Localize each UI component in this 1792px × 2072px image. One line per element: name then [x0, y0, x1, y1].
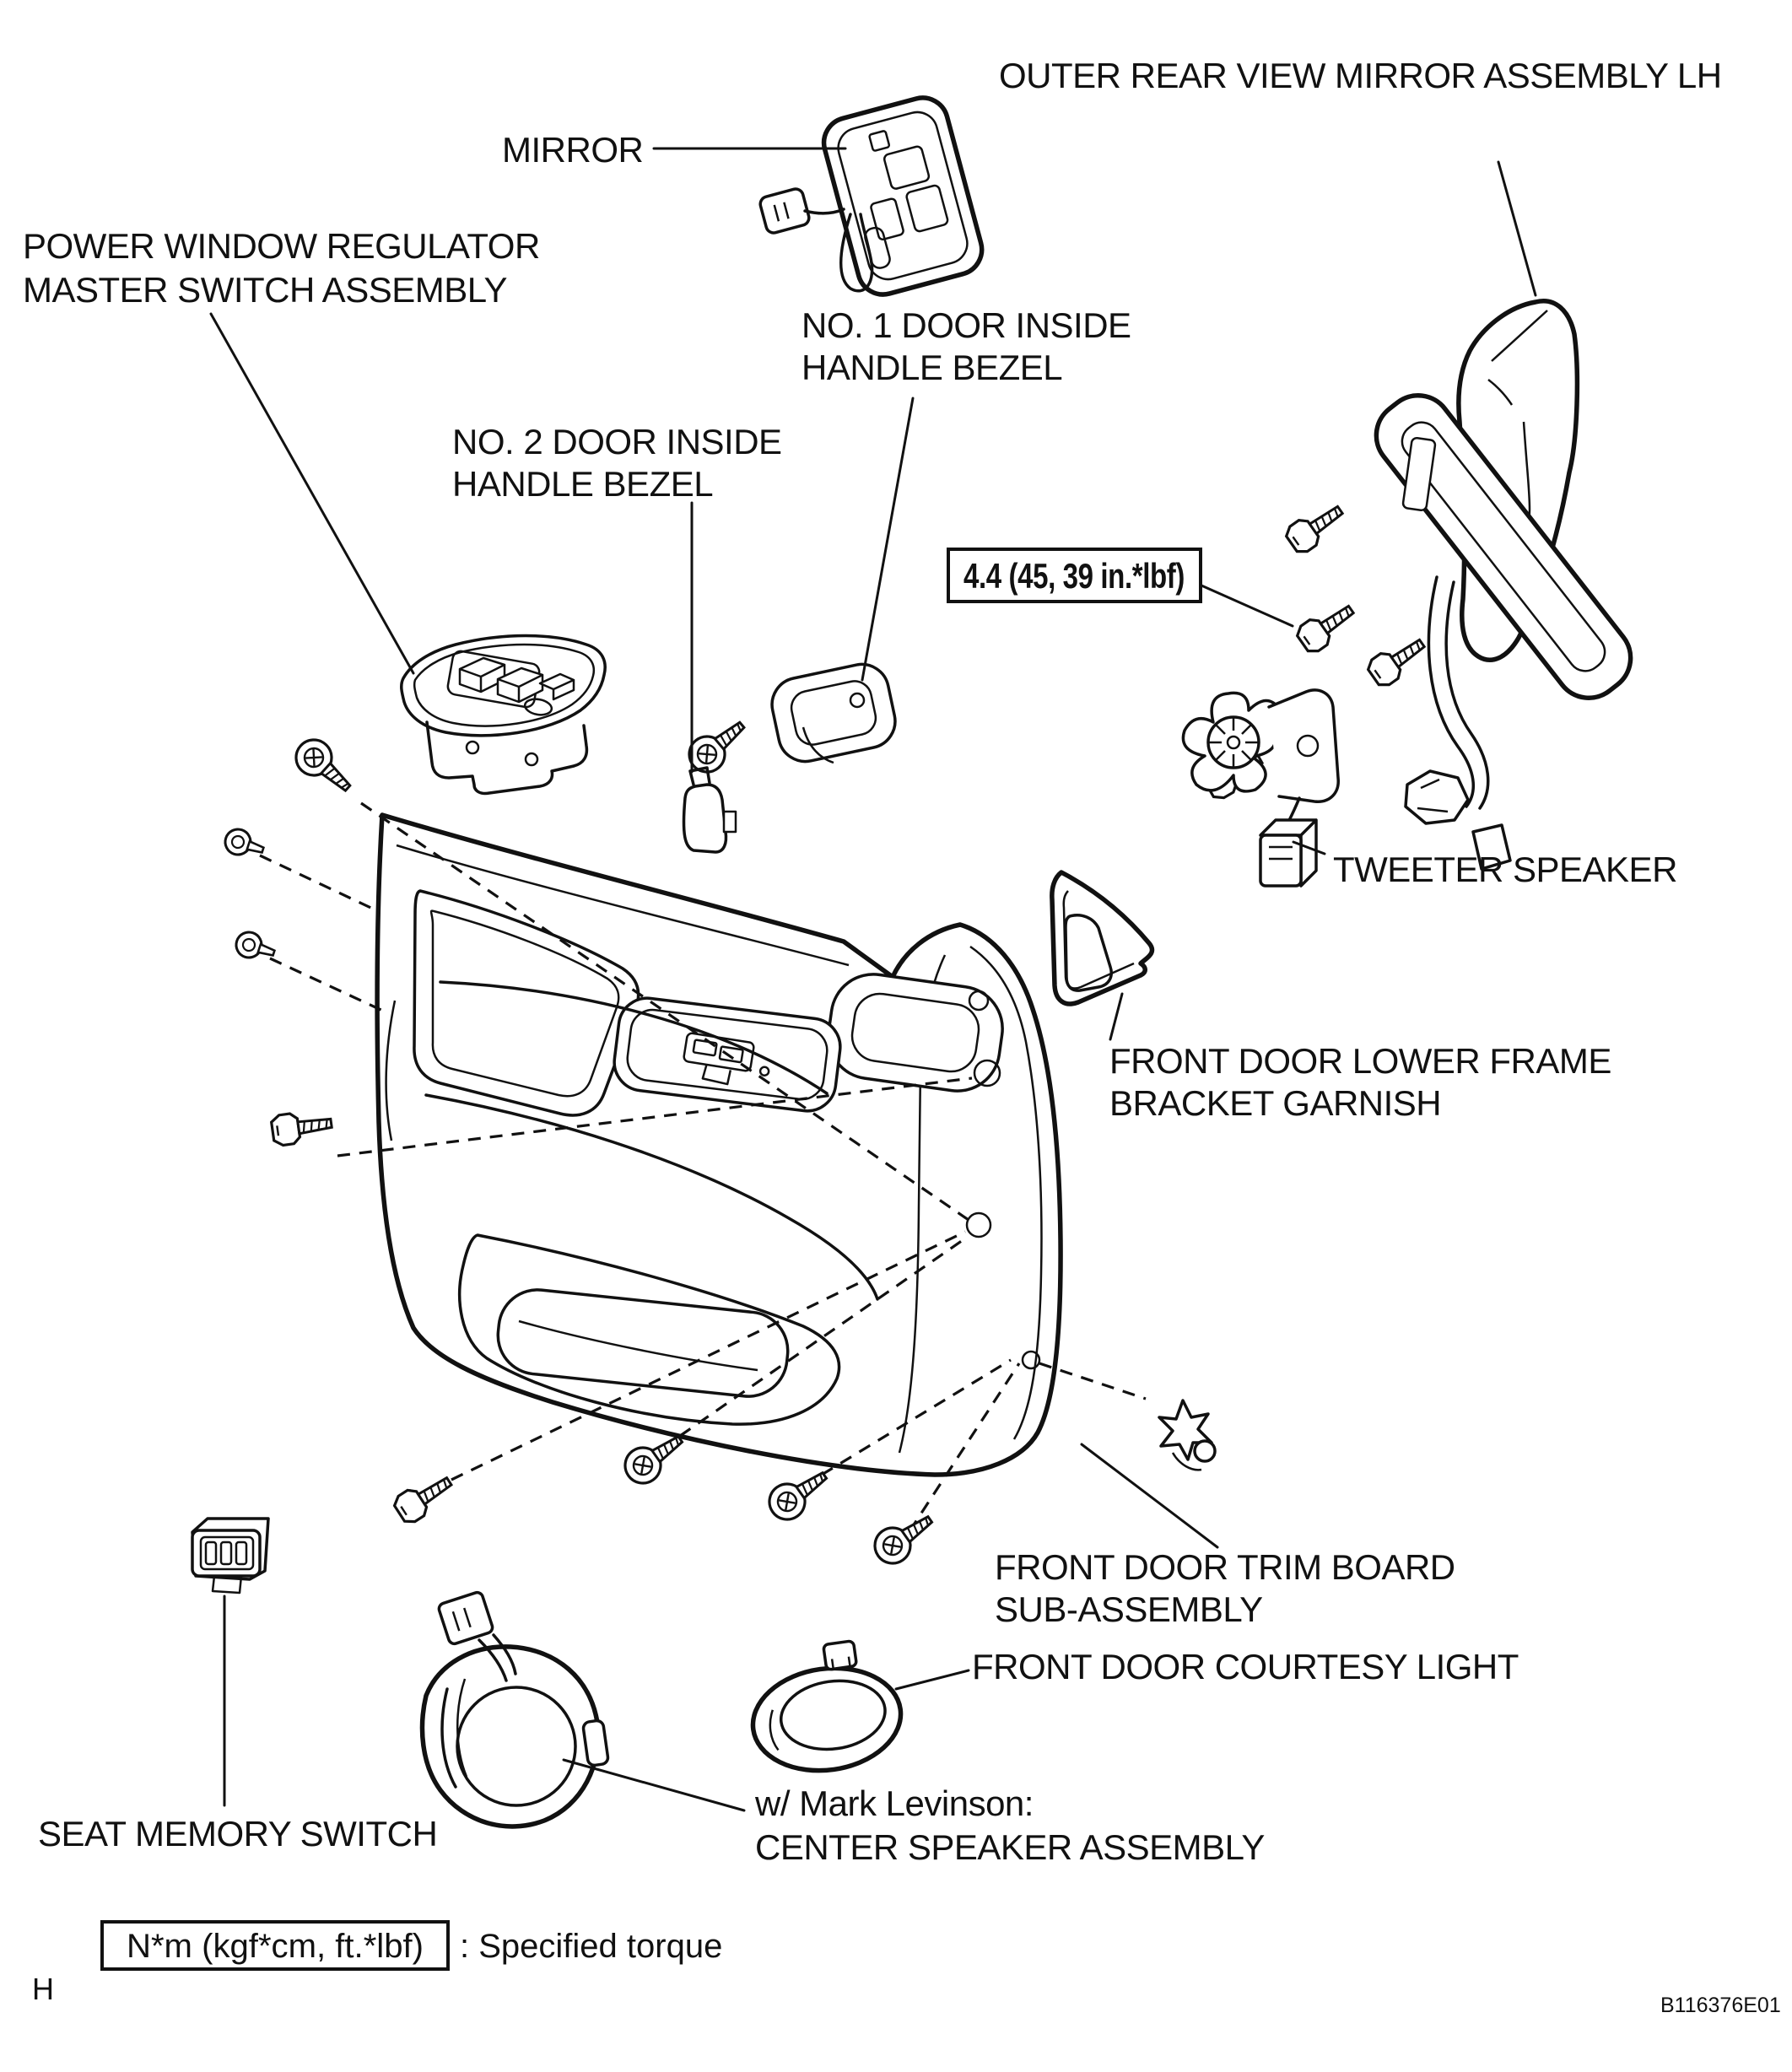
legend-unit: N*m (kgf*cm, ft.*lbf): [127, 1928, 424, 1965]
hex-bolt: [390, 1467, 459, 1528]
no2-handle-bezel: [682, 766, 737, 854]
seat-memory-switch: [191, 1517, 270, 1594]
outer-mirror-assembly: [1374, 299, 1633, 871]
label-no1-bezel-1: NO. 1 DOOR INSIDE: [802, 305, 1131, 345]
torque-legend: N*m (kgf*cm, ft.*lbf) : Specified torque: [100, 1920, 722, 1971]
tapping-screw: [866, 1503, 942, 1572]
power-window-master-switch: [400, 634, 607, 796]
label-lower-frame-2: BRACKET GARNISH: [1109, 1083, 1441, 1123]
label-no2-bezel-1: NO. 2 DOOR INSIDE: [452, 422, 782, 461]
label-seat-memory: SEAT MEMORY SWITCH: [38, 1814, 437, 1853]
center-speaker-assembly: [419, 1590, 610, 1829]
mounting-hole: [968, 990, 990, 1012]
label-no1-bezel-2: HANDLE BEZEL: [802, 348, 1062, 387]
label-courtesy-light: FRONT DOOR COURTESY LIGHT: [972, 1647, 1519, 1686]
door-trim-board: [375, 812, 1063, 1477]
tapping-screw: [761, 1460, 836, 1528]
mirror-bolt: [1293, 596, 1362, 657]
fastener-alignment-lines: [259, 801, 1147, 1532]
label-tweeter: TWEETER SPEAKER: [1333, 850, 1677, 889]
label-mark-levinson: w/ Mark Levinson:: [754, 1783, 1034, 1823]
clip-hole: [1021, 1350, 1041, 1370]
lower-frame-bracket-garnish: [1050, 870, 1155, 1006]
label-no2-bezel-2: HANDLE BEZEL: [452, 464, 713, 504]
retainer-clip: [1158, 1399, 1217, 1471]
mirror-bolt: [1363, 629, 1433, 691]
label-mirror: MIRROR: [502, 130, 643, 170]
mirror-bolt: [1282, 496, 1351, 558]
legend-desc: : Specified torque: [460, 1928, 722, 1965]
courtesy-light: [750, 1639, 904, 1773]
mirror-glass: [758, 95, 985, 297]
pull-handle-opening: [827, 973, 1004, 1093]
label-trim-board-1: FRONT DOOR TRIM BOARD: [995, 1547, 1455, 1587]
label-power-window-2: MASTER SWITCH ASSEMBLY: [23, 270, 507, 310]
label-trim-board-2: SUB-ASSEMBLY: [995, 1589, 1263, 1629]
mounting-hole: [973, 1059, 1001, 1087]
label-center-speaker: CENTER SPEAKER ASSEMBLY: [755, 1827, 1265, 1867]
hex-bolt: [269, 1106, 335, 1148]
page-marker: H: [32, 1972, 54, 2006]
leader-lines: [209, 147, 1537, 1812]
tweeter-speaker: [1181, 688, 1340, 888]
mounting-hole: [965, 1211, 992, 1238]
lower-pocket: [458, 1233, 841, 1426]
no1-handle-bezel: [770, 662, 897, 764]
switch-base-detail: [683, 1032, 770, 1086]
upper-inset-opening: [413, 889, 640, 1117]
label-outer-mirror: OUTER REAR VIEW MIRROR ASSEMBLY LH: [999, 56, 1722, 95]
label-power-window-1: POWER WINDOW REGULATOR: [23, 226, 540, 266]
label-lower-frame-1: FRONT DOOR LOWER FRAME: [1109, 1041, 1611, 1081]
figure-id: B116376E01: [1660, 1994, 1781, 2017]
tapping-screw: [287, 731, 361, 803]
torque-spec: 4.4 (45, 39 in.*lbf): [947, 548, 1202, 603]
torque-value: 4.4 (45, 39 in.*lbf): [963, 556, 1185, 596]
